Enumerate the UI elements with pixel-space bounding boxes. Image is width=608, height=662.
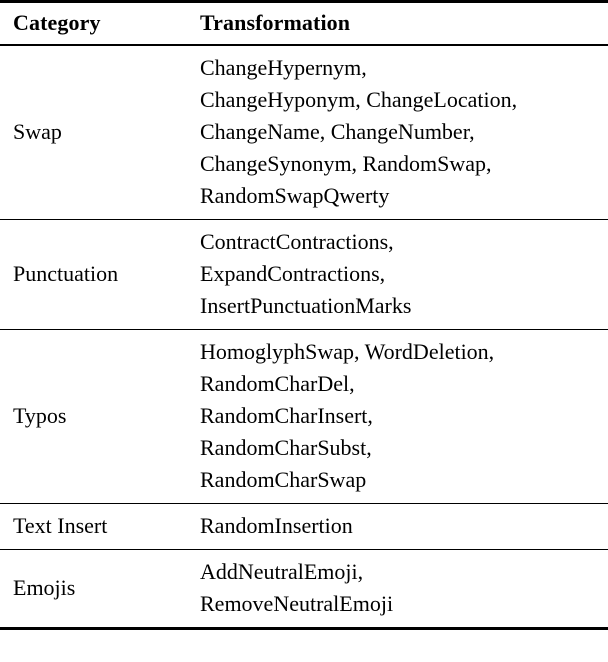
table-header: Category Transformation (0, 0, 608, 46)
row-transformation-list: ChangeHypernym, ChangeHyponym, ChangeLoc… (187, 45, 608, 220)
transformation-line: AddNeutralEmoji, (200, 559, 364, 584)
transformation-line: HomoglyphSwap, WordDeletion, (200, 339, 495, 364)
column-header-transformation: Transformation (187, 0, 608, 46)
transformation-line: RandomCharSubst, (200, 435, 372, 460)
transformation-line: ChangeHyponym, ChangeLocation, (200, 87, 518, 112)
table-row: Typos HomoglyphSwap, WordDeletion, Rando… (0, 329, 608, 504)
row-category-label: Punctuation (0, 219, 187, 330)
row-category-label: Swap (0, 45, 187, 220)
transformation-line: RemoveNeutralEmoji (200, 591, 394, 616)
row-transformation-list: HomoglyphSwap, WordDeletion, RandomCharD… (187, 329, 608, 504)
transformation-line: ExpandContractions, (200, 261, 386, 286)
transformation-line: RandomCharDel, (200, 371, 355, 396)
transformation-line: ChangeHypernym, (200, 55, 367, 80)
transformation-line: ChangeName, ChangeNumber, (200, 119, 475, 144)
transformation-table: Category Transformation Swap ChangeHyper… (0, 0, 608, 630)
row-transformation-list: ContractContractions, ExpandContractions… (187, 219, 608, 330)
table-row: Emojis AddNeutralEmoji, RemoveNeutralEmo… (0, 549, 608, 630)
row-category-label: Typos (0, 329, 187, 504)
transformation-line: RandomSwapQwerty (200, 183, 390, 208)
table-header-row: Category Transformation (0, 0, 608, 46)
transformation-line: InsertPunctuationMarks (200, 293, 412, 318)
transformation-line: ChangeSynonym, RandomSwap, (200, 151, 492, 176)
transformation-line: RandomCharSwap (200, 467, 367, 492)
column-header-category: Category (0, 0, 187, 46)
table-body: Swap ChangeHypernym, ChangeHyponym, Chan… (0, 45, 608, 630)
table-row: Swap ChangeHypernym, ChangeHyponym, Chan… (0, 45, 608, 220)
table-row: Text Insert RandomInsertion (0, 503, 608, 550)
row-category-label: Emojis (0, 549, 187, 630)
row-transformation-list: RandomInsertion (187, 503, 608, 550)
table-row: Punctuation ContractContractions, Expand… (0, 219, 608, 330)
row-category-label: Text Insert (0, 503, 187, 550)
transformation-line: ContractContractions, (200, 229, 394, 254)
transformation-line: RandomInsertion (200, 513, 353, 538)
transformation-line: RandomCharInsert, (200, 403, 373, 428)
row-transformation-list: AddNeutralEmoji, RemoveNeutralEmoji (187, 549, 608, 630)
